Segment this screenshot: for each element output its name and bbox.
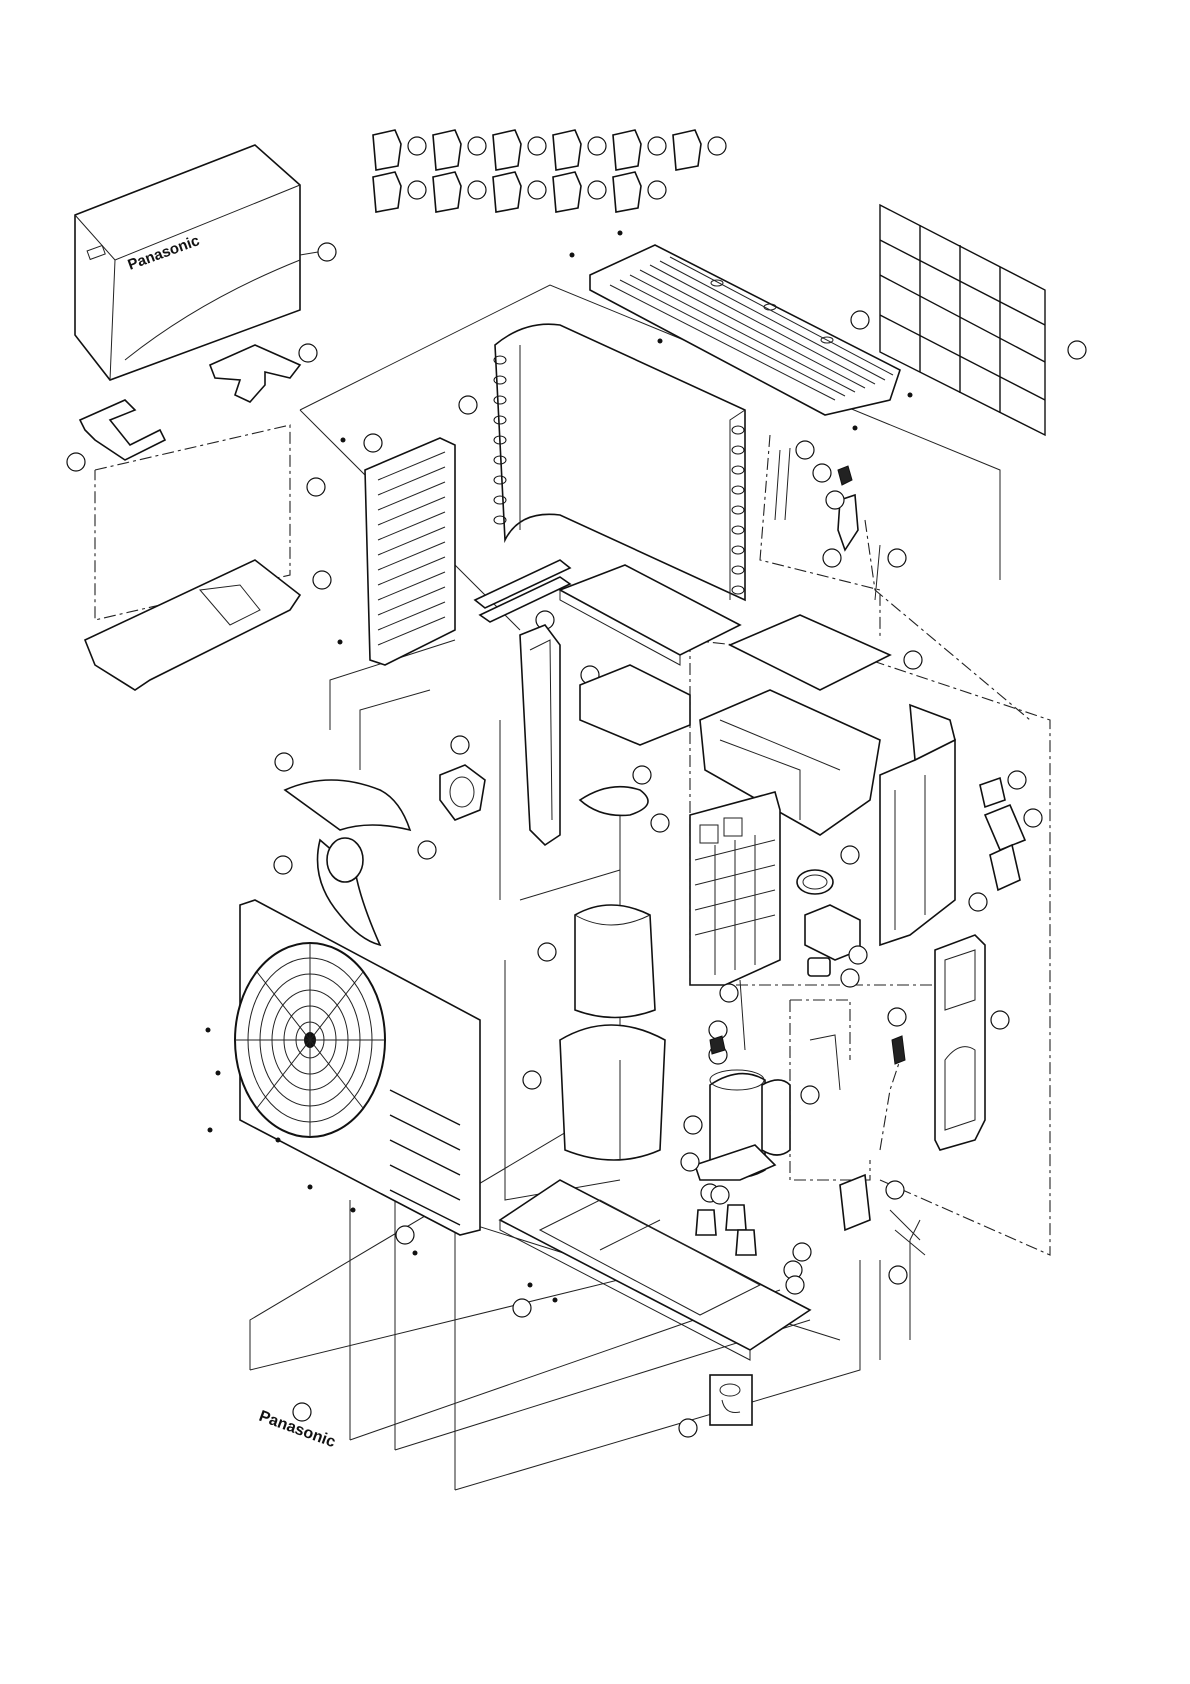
capacitor: [805, 905, 867, 964]
small-relay: [808, 958, 859, 987]
drain-elbow: [679, 1375, 752, 1437]
control-board-cover: [969, 893, 987, 911]
rear-side-panel: [364, 434, 455, 665]
compressor: [681, 1070, 790, 1202]
terminal-plate: [580, 665, 690, 784]
accessory-icons-row-1: [373, 130, 726, 170]
fan-grille: [235, 943, 385, 1137]
strainer: [709, 980, 745, 1064]
brand-badge: Panasonic: [257, 1403, 338, 1451]
terminal-block: [980, 778, 1042, 890]
sound-insulator-upper: [538, 905, 655, 1018]
propeller-fan: [274, 753, 410, 945]
front-cabinet: [235, 900, 480, 1244]
gasket: [580, 787, 648, 816]
base-pan: [500, 1180, 810, 1360]
partition-plate: [651, 792, 780, 985]
condenser-coil: [459, 324, 745, 600]
packing-base: [85, 560, 331, 690]
packaging-carton: Panasonic: [75, 145, 336, 380]
packing-cushion-left: [67, 400, 165, 471]
callout: [307, 478, 325, 496]
fan-motor: [418, 736, 485, 859]
packing-cushion-top: [210, 344, 317, 402]
service-valves: [784, 1175, 925, 1284]
accessory-icons-row-2: [373, 172, 666, 212]
reactor-ring: [797, 846, 859, 894]
sound-insulator-lower: [523, 1025, 665, 1160]
rear-guard-wire: [880, 205, 1045, 435]
fan-motor-bracket: [520, 625, 599, 845]
four-way-valve: [775, 441, 906, 600]
tube-assembly: [801, 1008, 906, 1104]
coil-bracket: [475, 560, 570, 622]
valve-cover: [935, 935, 1009, 1150]
